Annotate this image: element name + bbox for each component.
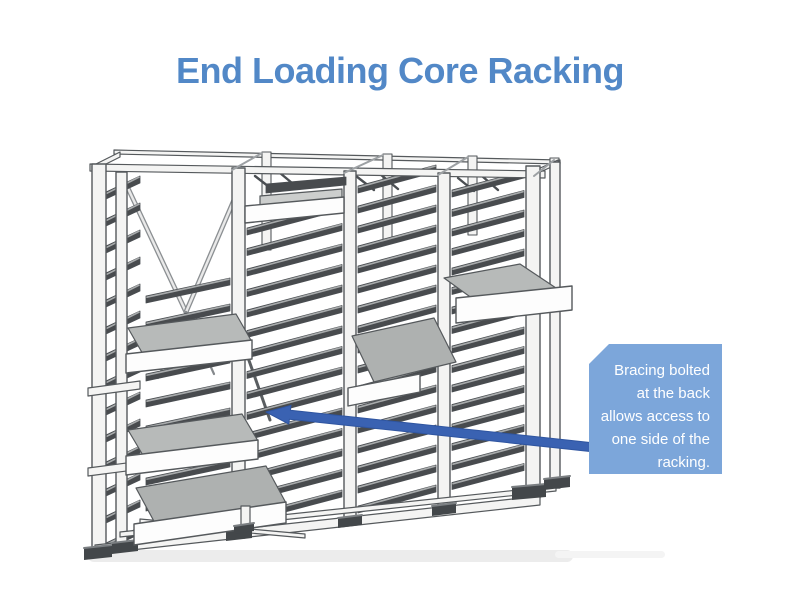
callout-line: allows access to <box>600 408 710 425</box>
callout-arrow <box>265 404 591 452</box>
callout-line: at the back <box>636 385 710 402</box>
callout-line: one side of the <box>611 431 710 448</box>
ground-shadow <box>88 550 665 562</box>
pull-out-trays <box>125 176 573 546</box>
rack-feet <box>83 475 571 560</box>
callout-line: Bracing bolted <box>614 362 710 379</box>
page-title: End Loading Core Racking <box>175 50 625 91</box>
callout-line: racking. <box>657 454 710 471</box>
callout-bracing: Bracing bolted at the back allows access… <box>589 344 722 474</box>
